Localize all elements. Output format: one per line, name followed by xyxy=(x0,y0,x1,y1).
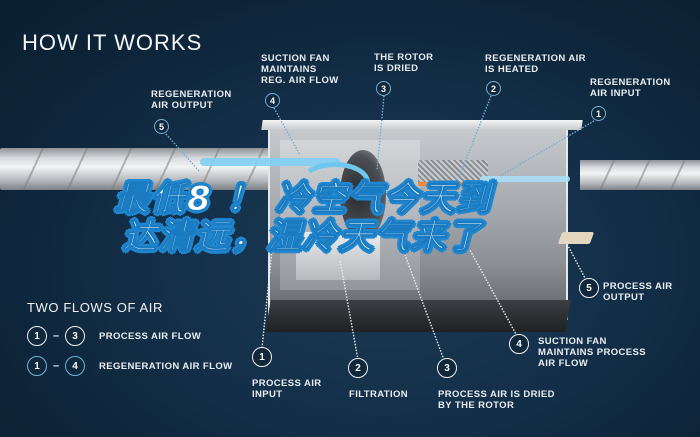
legend-regeneration-air-flow-label: REGENERATION AIR FLOW xyxy=(99,360,233,372)
legend-process-air-flow-label: PROCESS AIR FLOW xyxy=(99,330,202,342)
callout-suction-fan-process-label: SUCTION FAN MAINTAINS PROCESS AIR FLOW xyxy=(538,336,646,369)
legend-dash: – xyxy=(52,360,60,372)
callout-number-3-process-icon: 3 xyxy=(437,358,457,378)
callout-number-3-icon: 3 xyxy=(376,81,391,96)
callout-regeneration-air-input-label: REGENERATION AIR INPUT xyxy=(590,77,671,99)
legend-row-process-air-flow: 1 – 3 PROCESS AIR FLOW xyxy=(27,326,201,346)
callout-rotor-dried-label: THE ROTOR IS DRIED xyxy=(374,52,434,74)
callout-regeneration-air-output-label: REGENERATION AIR OUTPUT xyxy=(151,89,232,111)
legend-dash: – xyxy=(52,330,60,342)
regeneration-air-flow-arrow xyxy=(200,158,340,166)
callout-filtration-label: FILTRATION xyxy=(349,389,409,400)
filter-drawer xyxy=(296,232,380,280)
legend-row-regeneration-air-flow: 1 – 4 REGENERATION AIR FLOW xyxy=(27,356,232,376)
headline-line-1: 最低8 ！ 冷空气今天到 xyxy=(115,179,493,219)
headline-line-2: 达清远，湿冷天气来了 xyxy=(123,217,483,257)
callout-number-2-process-icon: 2 xyxy=(348,358,368,378)
callout-regeneration-heated-label: REGENERATION AIR IS HEATED xyxy=(485,53,586,75)
callout-process-air-input-label: PROCESS AIR INPUT xyxy=(252,378,322,400)
callout-number-1-process-icon: 1 xyxy=(252,347,272,367)
callout-number-1-icon: 1 xyxy=(591,106,606,121)
regeneration-air-input-flow xyxy=(480,176,570,182)
legend-number-3-icon: 3 xyxy=(65,326,85,346)
callout-suction-fan-reg-label: SUCTION FAN MAINTAINS REG. AIR FLOW xyxy=(261,53,339,86)
callout-number-5-icon: 5 xyxy=(154,119,169,134)
headline-overlay: 最低8 ！ 冷空气今天到 达清远，湿冷天气来了 xyxy=(115,179,595,257)
legend-number-1-regen-icon: 1 xyxy=(27,356,47,376)
fan-air-swirl xyxy=(300,162,370,202)
callout-number-4-icon: 4 xyxy=(265,93,280,108)
legend-title: TWO FLOWS OF AIR xyxy=(27,300,163,315)
callout-process-air-output-label: PROCESS AIR OUTPUT xyxy=(603,281,673,303)
callout-number-5-process-icon: 5 xyxy=(579,278,599,298)
right-air-duct xyxy=(580,160,700,190)
callout-number-2-icon: 2 xyxy=(486,81,501,96)
callout-process-air-dried-label: PROCESS AIR IS DRIED BY THE ROTOR xyxy=(438,389,555,411)
legend-number-4-icon: 4 xyxy=(65,356,85,376)
page-title: HOW IT WORKS xyxy=(22,30,203,55)
callout-number-4-process-icon: 4 xyxy=(509,334,529,354)
heater-element xyxy=(418,160,488,186)
left-air-duct xyxy=(0,148,290,190)
legend-number-1-icon: 1 xyxy=(27,326,47,346)
